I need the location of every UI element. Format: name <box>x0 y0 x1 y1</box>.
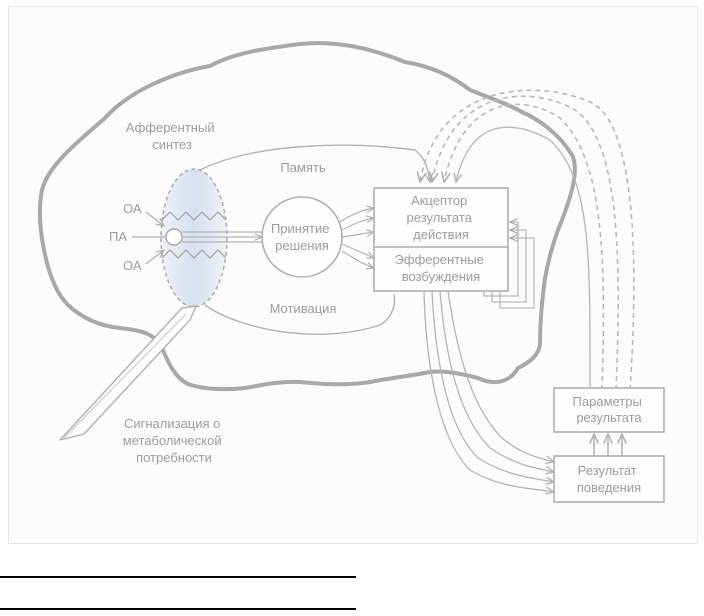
decision-fan-lines <box>339 208 374 268</box>
memory-arc <box>199 144 430 182</box>
efferent-label: Эфферентные возбуждения <box>395 252 488 284</box>
params-result-box <box>553 387 665 433</box>
zigzag-top <box>161 211 227 221</box>
motivation-label: Мотивация <box>270 301 337 316</box>
oa-top-arrow <box>145 211 164 226</box>
ellipse-to-decision-lines <box>182 231 262 243</box>
signal-label: Сигнализация о метаболической потребност… <box>123 416 225 465</box>
diagram-frame <box>8 6 698 544</box>
result-to-params-arrows <box>594 434 622 456</box>
result-label: Результат поведения <box>577 463 641 495</box>
decision-circle <box>261 196 343 278</box>
pa-label: ПА <box>109 229 127 244</box>
dashed-feedback-lines <box>420 89 635 391</box>
horizontal-rule-bottom <box>0 608 356 610</box>
afferent-synthesis-ellipse <box>160 168 228 308</box>
zigzag-bottom <box>161 249 227 259</box>
pa-node <box>165 228 183 246</box>
horizontal-rule-top <box>0 576 356 578</box>
motivation-arc <box>204 293 396 335</box>
efferent-acceptor-loops <box>483 222 535 309</box>
oa-bottom-arrow <box>145 250 164 265</box>
efferent-to-result-lines <box>423 290 554 492</box>
result-behavior-box <box>553 455 665 503</box>
acceptor-efferent-box <box>373 187 509 292</box>
memory-label: Память <box>280 160 326 175</box>
decision-label: Принятие решения <box>271 221 333 253</box>
oa-top-label: ОА <box>123 201 142 216</box>
params-label: Параметры результата <box>573 394 646 425</box>
acceptor-label: Акцептор результата действия <box>407 193 476 242</box>
afferent-synthesis-label: Афферентный синтез <box>126 120 218 152</box>
oa-bottom-label: ОА <box>123 258 142 273</box>
feedback-lines <box>456 126 591 391</box>
signal-arrow-shaft <box>63 313 187 439</box>
